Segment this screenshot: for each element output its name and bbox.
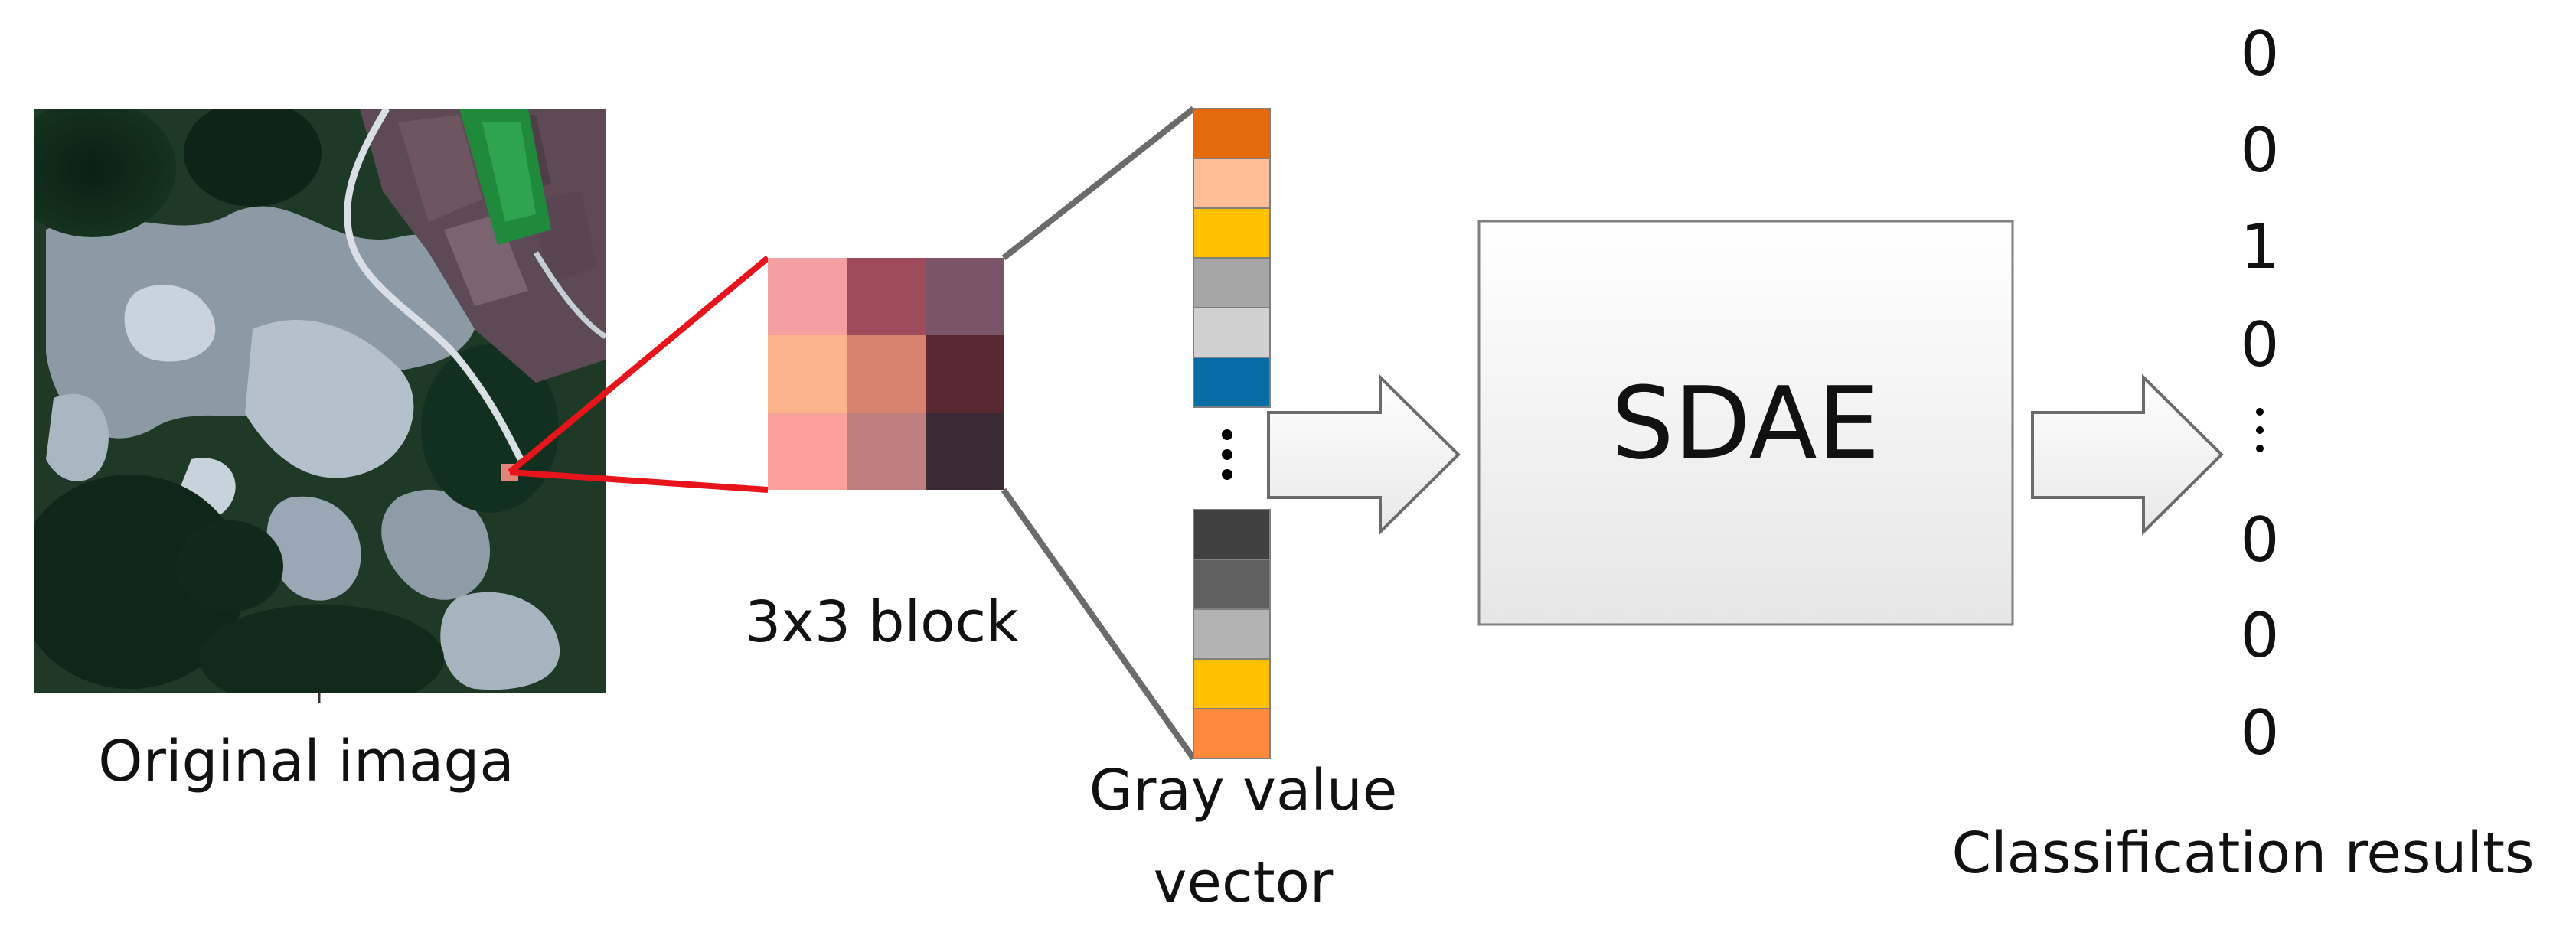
vector-cell xyxy=(1193,207,1271,259)
block-label: 3x3 block xyxy=(745,589,1019,655)
gray-value-vector-top xyxy=(1193,108,1271,408)
result-value: 1 xyxy=(2241,211,2280,282)
block-3x3 xyxy=(768,258,1004,490)
block-cell xyxy=(926,258,1004,335)
original-image-label: Original imaga xyxy=(98,729,514,794)
result-value: 0 xyxy=(2241,115,2280,186)
classification-results: 0 0 1 0 0 0 0 xyxy=(2241,18,2280,768)
vector-cell xyxy=(1193,658,1271,709)
vector-cell xyxy=(1193,708,1271,759)
arrow-to-results xyxy=(2031,373,2224,536)
pixel-to-block-connector xyxy=(508,255,770,493)
block-to-vector-connector xyxy=(1001,106,1197,761)
result-value: 0 xyxy=(2241,18,2280,90)
gray-value-vector-bottom xyxy=(1193,509,1271,759)
block-cell xyxy=(926,413,1004,490)
gray-value-vector-label-line1: Gray value xyxy=(1089,758,1398,823)
vector-ellipsis xyxy=(1222,429,1232,480)
vector-cell xyxy=(1193,257,1271,308)
gray-value-vector-label-line2: vector xyxy=(1154,850,1334,915)
vector-cell xyxy=(1193,357,1271,408)
vector-cell xyxy=(1193,559,1271,610)
result-value: 0 xyxy=(2241,697,2280,768)
result-value: 0 xyxy=(2241,309,2280,380)
block-cell xyxy=(768,258,847,335)
classification-results-label: Classification results xyxy=(1951,820,2534,886)
vector-cell xyxy=(1193,108,1271,159)
block-cell xyxy=(847,335,926,413)
sdae-label: SDAE xyxy=(1611,365,1879,481)
results-ellipsis xyxy=(2256,408,2264,452)
vector-cell xyxy=(1193,509,1271,560)
block-cell xyxy=(768,335,847,413)
sdae-box xyxy=(1477,220,2014,626)
result-value: 0 xyxy=(2241,600,2280,671)
vector-cell xyxy=(1193,307,1271,358)
result-value: 0 xyxy=(2241,504,2280,576)
block-cell xyxy=(768,413,847,490)
block-cell xyxy=(926,335,1004,413)
block-cell xyxy=(847,413,926,490)
vector-cell xyxy=(1193,608,1271,660)
arrow-to-sdae xyxy=(1267,373,1461,536)
original-image xyxy=(34,109,606,693)
vector-cell xyxy=(1193,158,1271,209)
block-cell xyxy=(847,258,926,335)
